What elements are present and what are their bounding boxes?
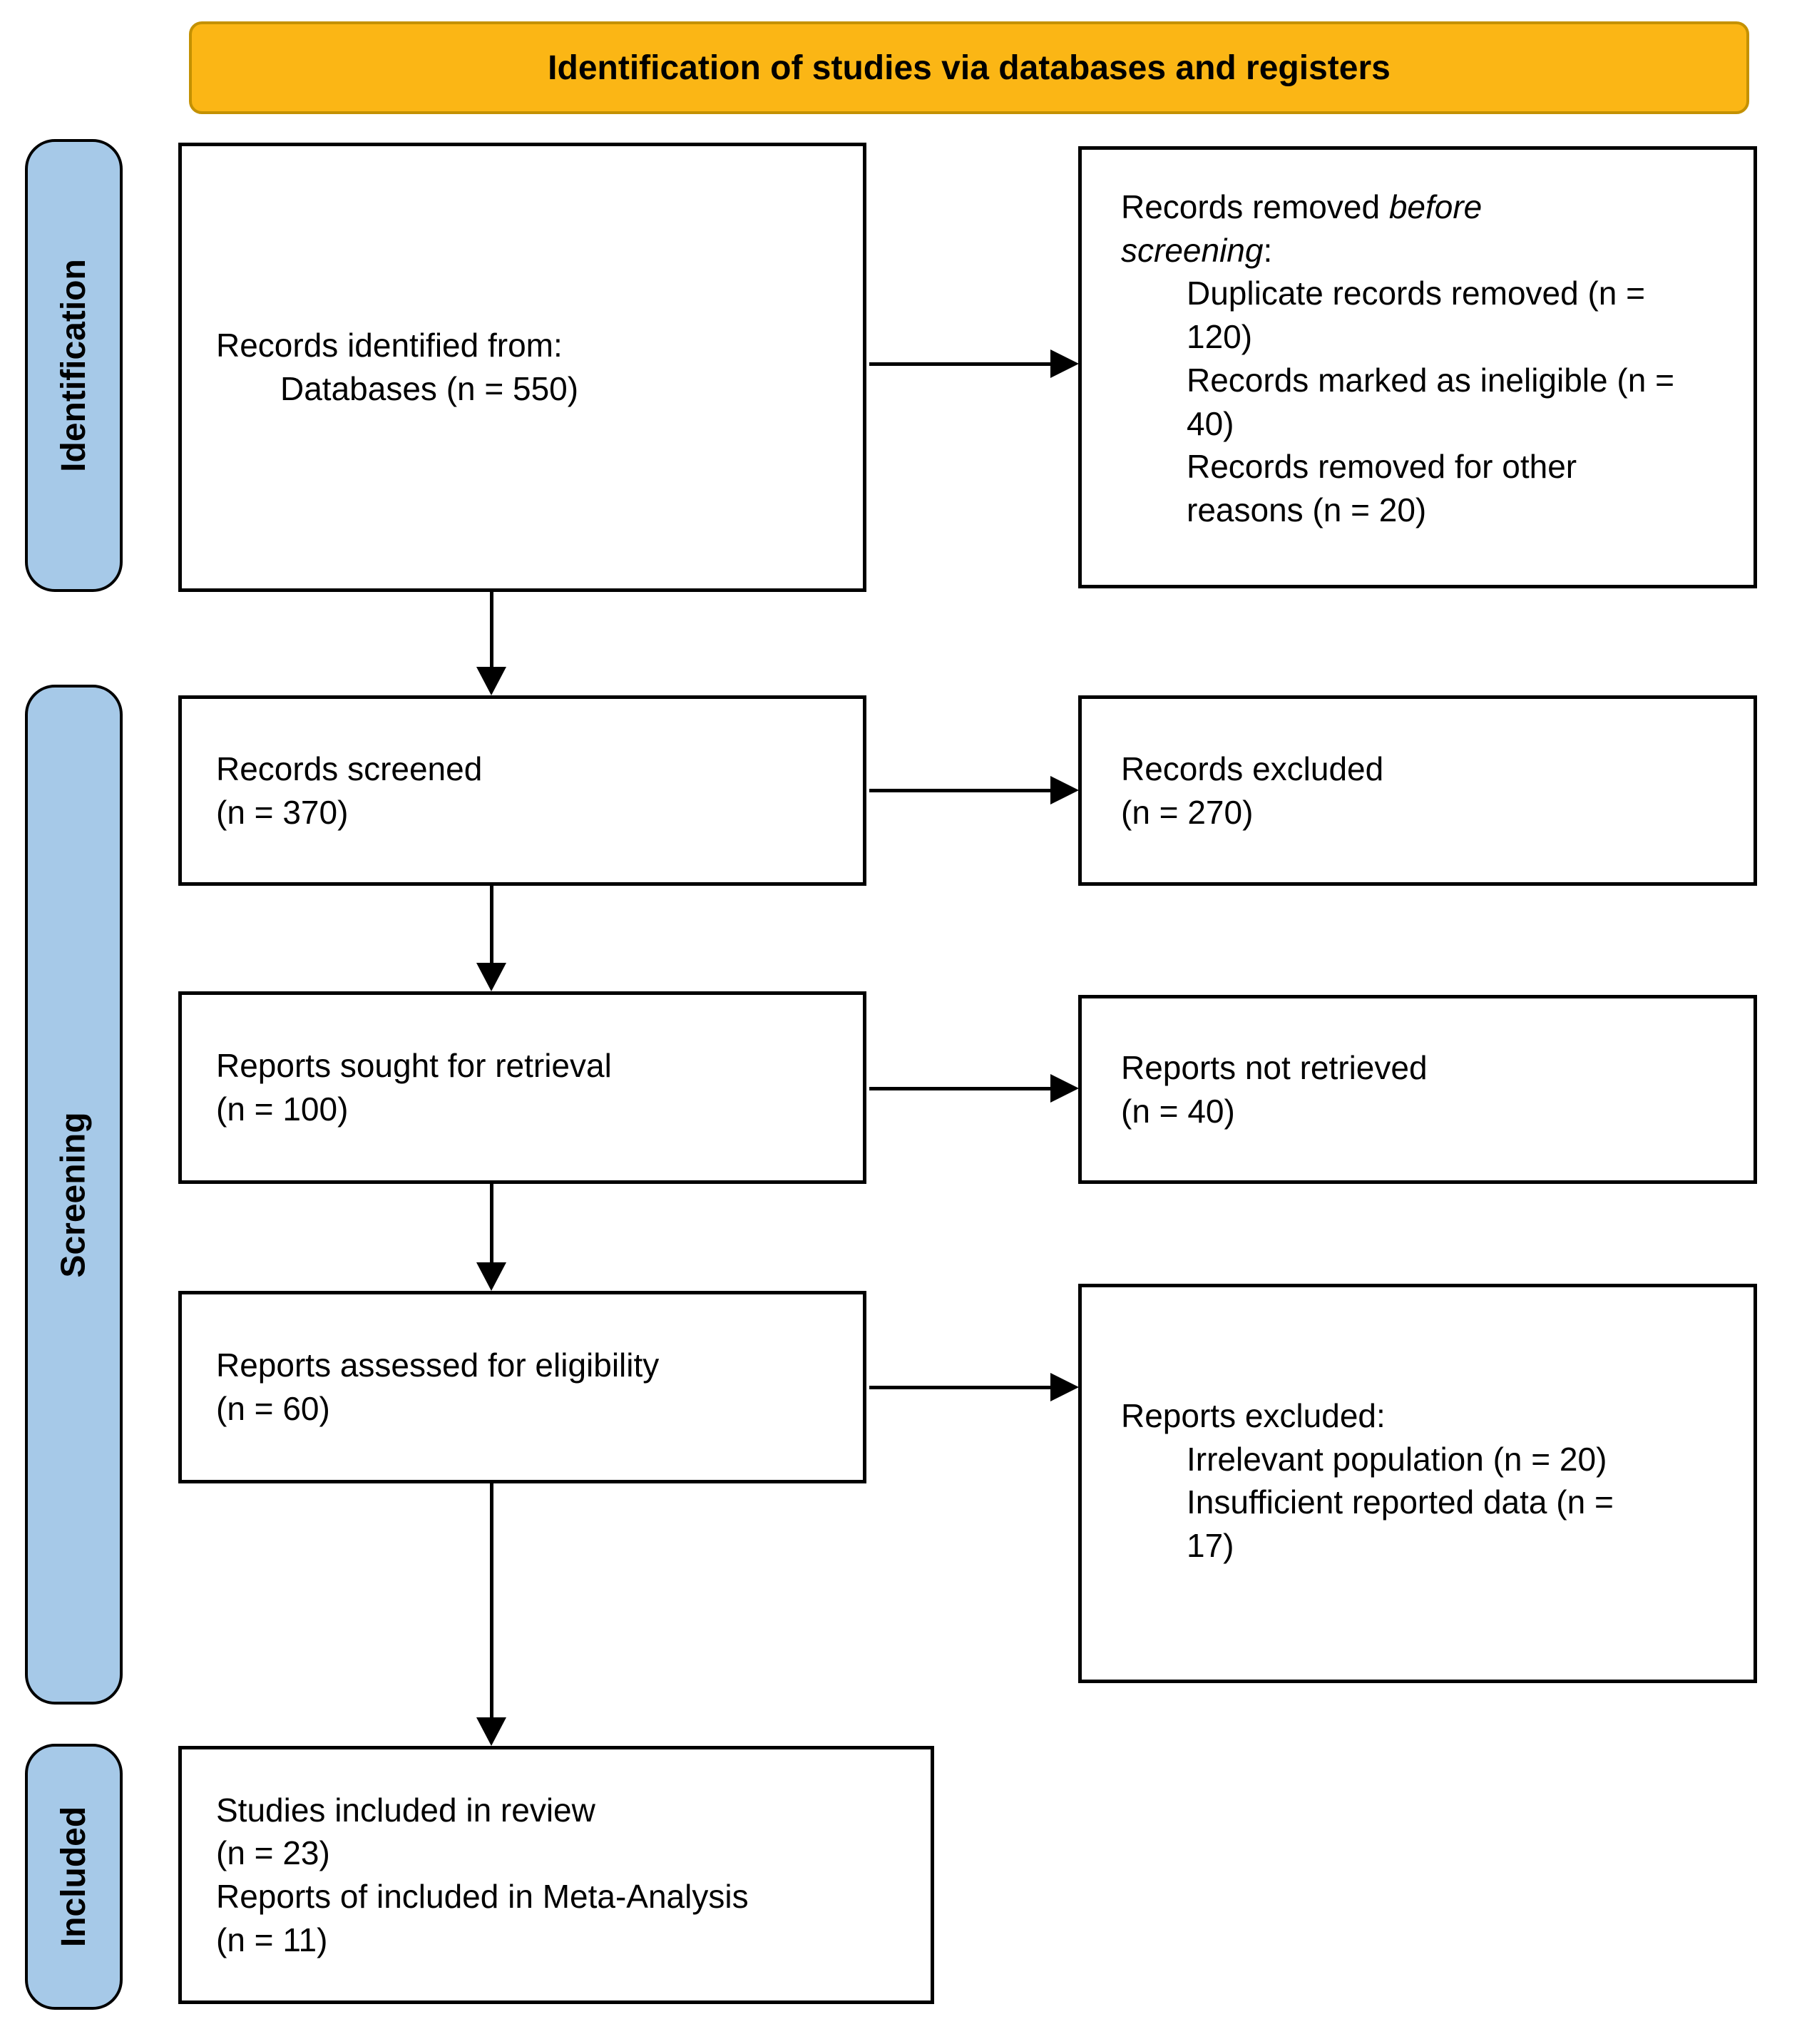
records-removed-item: Records removed for other reasons (n = 2…	[1187, 448, 1577, 529]
arrow-head	[476, 667, 506, 695]
box-records-excluded: Records excluded (n = 270)	[1078, 695, 1757, 886]
studies-included-line3: Reports of included in Meta-Analysis	[216, 1878, 749, 1915]
box-records-screened: Records screened (n = 370)	[178, 695, 866, 886]
reports-sought-line2: (n = 100)	[216, 1090, 349, 1128]
stage-screening-label: Screening	[55, 1111, 93, 1278]
records-excluded-line1: Records excluded	[1121, 750, 1384, 787]
box-reports-assessed: Reports assessed for eligibility (n = 60…	[178, 1291, 866, 1483]
reports-assessed-line2: (n = 60)	[216, 1390, 330, 1427]
arrow-line	[869, 1386, 1050, 1389]
records-removed-heading: Records removed before screening:	[1121, 185, 1563, 272]
arrow-head	[1050, 776, 1079, 804]
records-removed-heading-prefix: Records removed	[1121, 188, 1389, 225]
records-removed-item: Records marked as ineligible (n = 40)	[1187, 361, 1674, 442]
studies-included-line4: (n = 11)	[216, 1921, 328, 1958]
stage-included-label: Included	[55, 1806, 93, 1948]
arrow-head	[1050, 1074, 1079, 1103]
studies-included-line1: Studies included in review	[216, 1791, 595, 1829]
arrow-head	[476, 1717, 506, 1746]
reports-excluded-item: Insufficient reported data (n = 17)	[1187, 1483, 1614, 1565]
arrow-line	[490, 1483, 493, 1719]
box-records-identified: Records identified from: Databases (n = …	[178, 143, 866, 592]
arrow-line	[490, 592, 493, 669]
banner: Identification of studies via databases …	[189, 21, 1749, 114]
stage-identification-label: Identification	[55, 259, 93, 472]
box-reports-not-retrieved: Reports not retrieved (n = 40)	[1078, 995, 1757, 1184]
stage-screening: Screening	[25, 685, 123, 1705]
stage-identification: Identification	[25, 139, 123, 592]
records-identified-line2: Databases (n = 550)	[280, 370, 579, 407]
reports-assessed-line1: Reports assessed for eligibility	[216, 1347, 660, 1384]
reports-not-retrieved-line1: Reports not retrieved	[1121, 1048, 1428, 1086]
reports-sought-line1: Reports sought for retrieval	[216, 1047, 612, 1085]
box-reports-excluded: Reports excluded: Irrelevant population …	[1078, 1284, 1757, 1683]
records-screened-line1: Records screened	[216, 750, 483, 787]
stage-included: Included	[25, 1744, 123, 2010]
arrow-line	[869, 789, 1050, 792]
records-removed-item: Duplicate records removed (n = 120)	[1187, 275, 1646, 356]
box-reports-sought: Reports sought for retrieval (n = 100)	[178, 991, 866, 1184]
arrow-line	[490, 1184, 493, 1264]
arrow-head	[1050, 349, 1079, 378]
records-removed-heading-suffix: :	[1263, 231, 1273, 269]
arrow-line	[869, 362, 1050, 366]
arrow-line	[869, 1087, 1050, 1090]
records-removed-heading-italic: before screening	[1121, 188, 1483, 269]
box-records-removed: Records removed before screening: Duplic…	[1078, 146, 1757, 588]
records-screened-line2: (n = 370)	[216, 793, 349, 831]
arrow-head	[476, 1262, 506, 1291]
reports-excluded-item: Irrelevant population (n = 20)	[1187, 1440, 1607, 1478]
arrow-head	[1050, 1373, 1079, 1401]
box-studies-included: Studies included in review (n = 23) Repo…	[178, 1746, 934, 2004]
studies-included-line2: (n = 23)	[216, 1834, 330, 1872]
reports-excluded-heading: Reports excluded:	[1121, 1397, 1386, 1434]
reports-not-retrieved-line2: (n = 40)	[1121, 1092, 1235, 1130]
arrow-head	[476, 963, 506, 991]
records-identified-line1: Records identified from:	[216, 327, 563, 364]
records-excluded-line2: (n = 270)	[1121, 793, 1254, 831]
banner-title: Identification of studies via databases …	[548, 48, 1391, 87]
arrow-line	[490, 886, 493, 964]
